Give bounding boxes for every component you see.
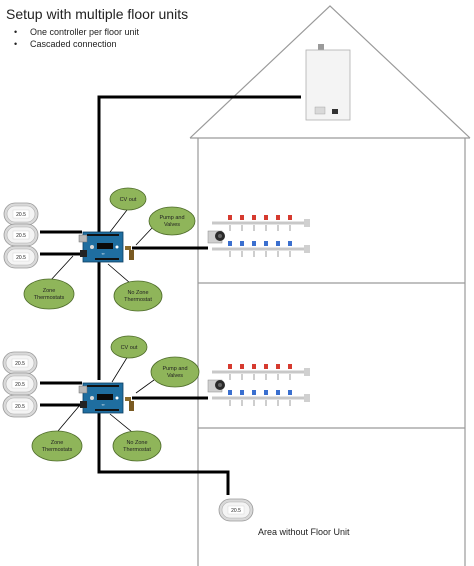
thermostat-readout: 20.5: [15, 361, 25, 367]
callout-no-zone-thermostat: No Zone Thermostat: [113, 280, 163, 312]
manifold-icon: [206, 362, 312, 408]
callout-leaders: [49, 209, 155, 433]
thermostat-icon: 20.5: [3, 202, 39, 226]
thermostat-readout: 20.5: [16, 255, 26, 261]
thermostat-readout: 20.5: [16, 212, 26, 218]
callout-label: Thermostat: [123, 447, 151, 453]
thermostat-readout: 20.5: [15, 404, 25, 410]
controller-board-icon: [78, 382, 135, 414]
callout-cv-out: CV out: [109, 187, 147, 211]
thermostat-readout: 20.5: [16, 233, 26, 239]
diagram-title: Setup with multiple floor units: [6, 6, 189, 22]
thermostat-readout: 20.5: [231, 508, 241, 514]
thermostat-icon: 20.5: [2, 394, 38, 418]
controller-board-icon: [78, 231, 135, 263]
callout-label: Zone: [43, 288, 56, 294]
callout-label: Thermostat: [124, 297, 152, 303]
callout-label: Valves: [167, 373, 183, 379]
callout-label: Pump and: [162, 366, 187, 372]
thermostat-icon: 20.5: [3, 245, 39, 269]
callout-label: Pump and: [159, 215, 184, 221]
thermostat-icon: 20.5: [2, 351, 38, 375]
thermostat-icon: 20.5: [218, 498, 254, 522]
callout-label: Thermostats: [42, 447, 73, 453]
callout-label: Zone: [51, 440, 64, 446]
callout-no-zone-thermostat: No Zone Thermostat: [112, 430, 162, 462]
bullet-item: Cascaded connection: [10, 38, 139, 50]
thermostat-readout: 20.5: [15, 382, 25, 388]
callout-label: CV out: [121, 345, 138, 351]
callout-cv-out: CV out: [110, 335, 148, 359]
wire-network: [40, 95, 301, 495]
thermostat-icon: 20.5: [3, 223, 39, 247]
manifold-icon: [206, 213, 312, 259]
house-outline: [189, 5, 471, 566]
callout-pump-valves: Pump and Valves: [148, 206, 196, 236]
callout-zone-thermostats: Zone Thermostats: [23, 278, 75, 310]
callout-zone-thermostats: Zone Thermostats: [31, 430, 83, 462]
callout-label: CV out: [120, 197, 137, 203]
callout-label: No Zone: [126, 440, 147, 446]
bullet-list: One controller per floor unit Cascaded c…: [10, 26, 139, 50]
callout-label: No Zone: [127, 290, 148, 296]
area-label: Area without Floor Unit: [258, 527, 350, 537]
callout-label: Valves: [164, 222, 180, 228]
bullet-item: One controller per floor unit: [10, 26, 139, 38]
callout-pump-valves: Pump and Valves: [150, 356, 200, 388]
thermostat-icon: 20.5: [2, 372, 38, 396]
callout-label: Thermostats: [34, 295, 65, 301]
boiler-icon: [305, 44, 351, 121]
